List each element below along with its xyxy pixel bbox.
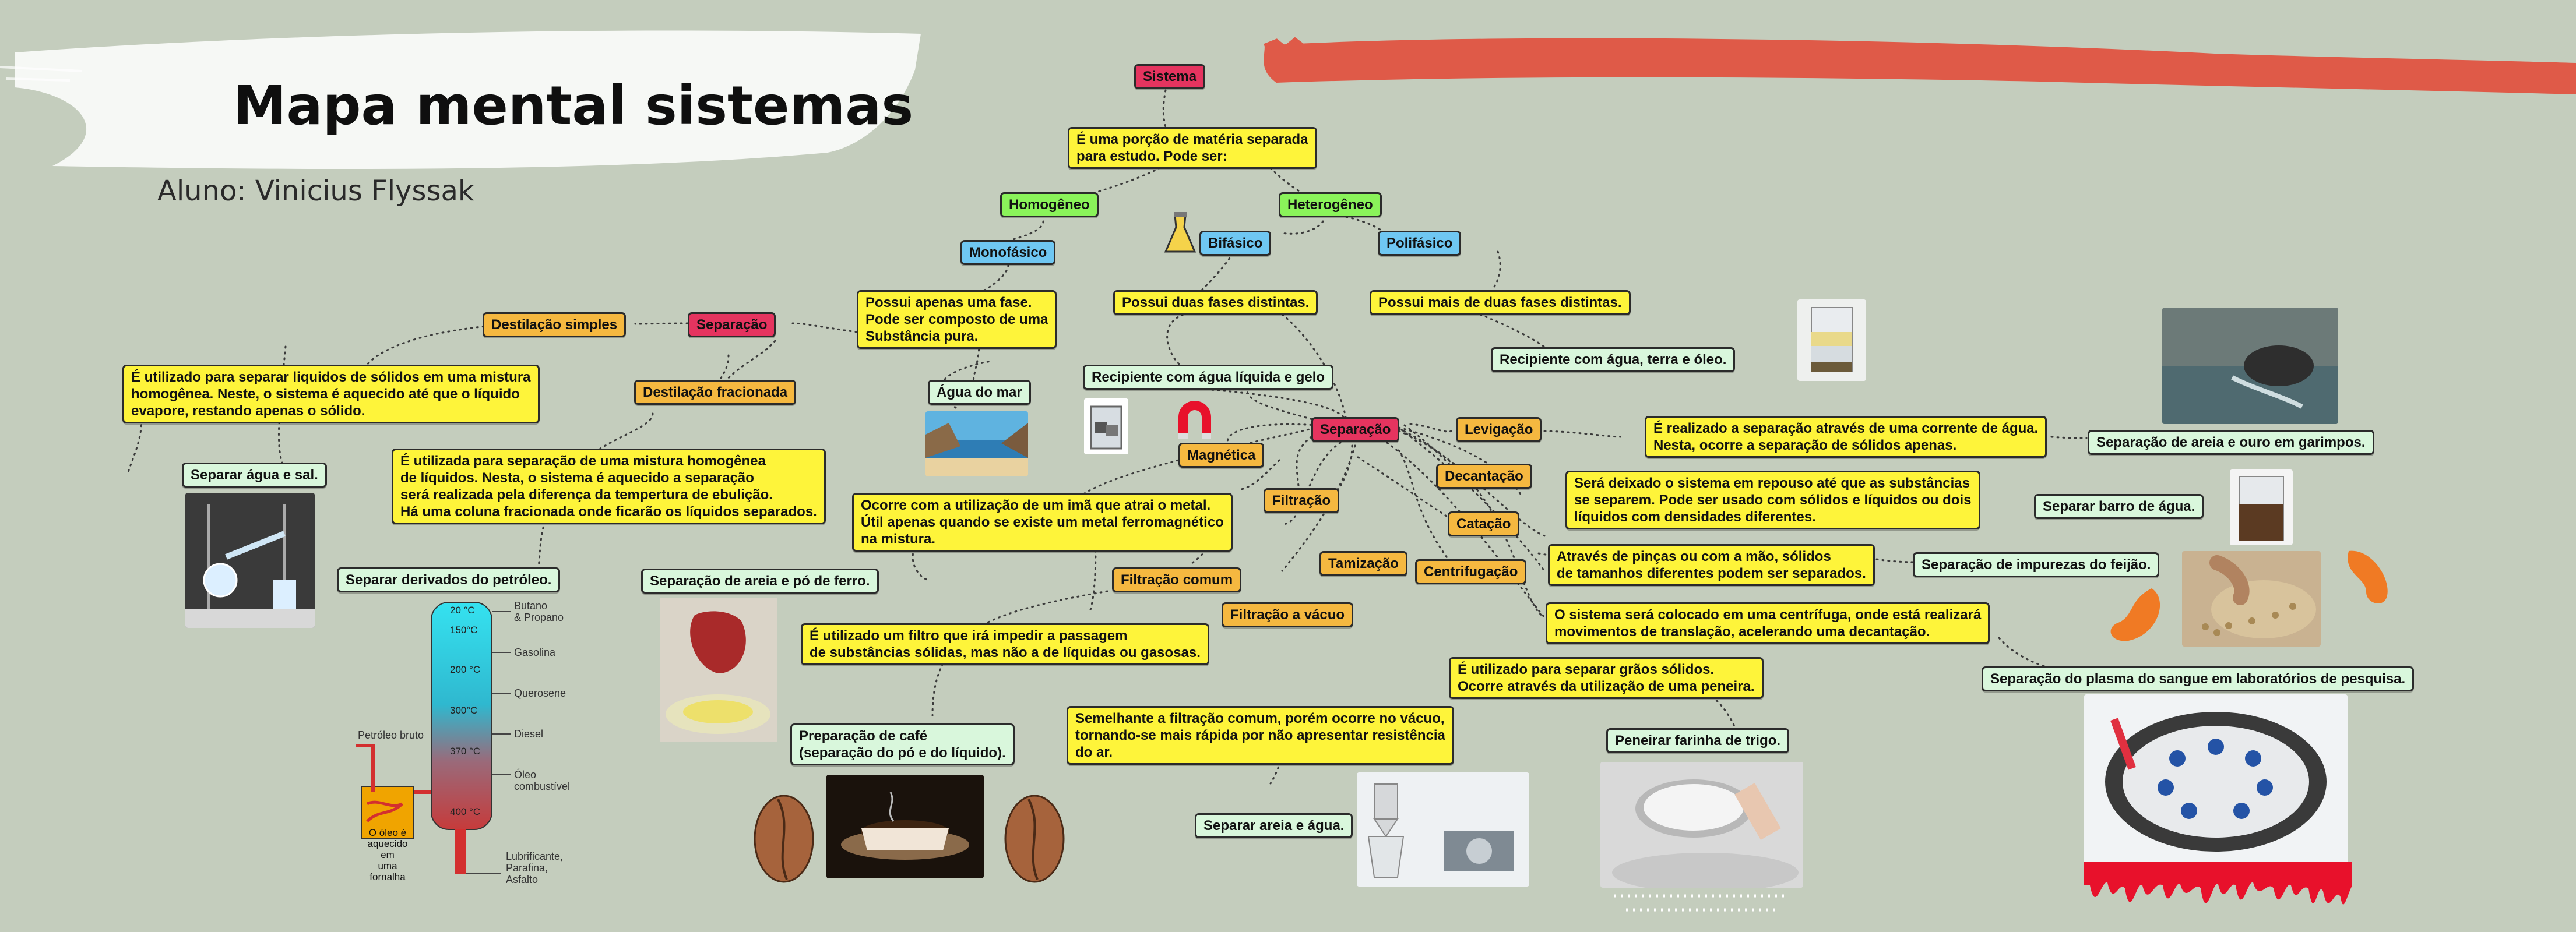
- node-decantacao-definition[interactable]: Será deixado o sistema em repouso até qu…: [1565, 471, 1980, 529]
- node-tamizacao[interactable]: Tamização: [1319, 551, 1407, 576]
- node-levigacao-definition[interactable]: É realizado a separação através de uma c…: [1645, 416, 2047, 458]
- fraction-label-1: Butano & Propano: [514, 600, 564, 623]
- node-monofasico[interactable]: Monofásico: [960, 240, 1056, 265]
- node-ex-bifasico[interactable]: Recipiente com água líquida e gelo: [1083, 365, 1334, 390]
- node-magnetica[interactable]: Magnética: [1178, 443, 1265, 468]
- node-ex-destilacao-simples[interactable]: Separar água e sal.: [182, 463, 327, 488]
- node-homogeneo[interactable]: Homogêneo: [1000, 192, 1099, 217]
- temp-label-2: 150°C: [450, 624, 478, 636]
- node-ex-magnetica[interactable]: Separação de areia e pó de ferro.: [641, 569, 879, 594]
- node-destilacao-fracionada[interactable]: Destilação fracionada: [634, 380, 797, 405]
- fraction-label-3: Querosene: [514, 687, 566, 699]
- node-ex-polifasico[interactable]: Recipiente com água, terra e óleo.: [1491, 347, 1736, 372]
- fractional-distillation-diagram: 20 °C 150°C 200 °C 300°C 370 °C 400 °C B…: [350, 594, 594, 897]
- node-heterogeneo[interactable]: Heterogêneo: [1279, 192, 1382, 217]
- vacuum-filtration-photo: [1357, 772, 1529, 887]
- fraction-label-6: Lubrificante, Parafina, Asfalto: [506, 850, 564, 885]
- sieving-flour-photo: [1600, 762, 1803, 888]
- node-polifasico-definition[interactable]: Possui mais de duas fases distintas.: [1370, 290, 1631, 315]
- node-decantacao[interactable]: Decantação: [1436, 464, 1532, 489]
- node-ex-levigacao[interactable]: Separação de areia e ouro em garimpos.: [2088, 430, 2374, 455]
- temp-label-3: 200 °C: [450, 664, 481, 675]
- node-agua-do-mar[interactable]: Água do mar: [928, 380, 1031, 405]
- orange-bean-shape: [2110, 588, 2160, 641]
- red-drip-decoration: [2084, 862, 2352, 905]
- page-title: Mapa mental sistemas: [233, 75, 914, 137]
- coffee-bean-left: [754, 795, 814, 883]
- red-brush-stroke: [1264, 38, 2576, 94]
- node-destilacao-fracionada-definition[interactable]: É utilizada para separação de uma mistur…: [392, 449, 826, 524]
- coffee-bean-right: [1004, 795, 1065, 883]
- node-centrifugacao[interactable]: Centrifugação: [1415, 559, 1527, 584]
- temp-label-5: 370 °C: [450, 746, 481, 757]
- node-destilacao-simples-definition[interactable]: É utilizado para separar liquidos de sól…: [122, 365, 540, 423]
- fraction-label-4: Diesel: [514, 728, 544, 740]
- beans-sorting-photo: [2182, 551, 2321, 647]
- node-centrifugacao-definition[interactable]: O sistema será colocado em uma centrífug…: [1546, 602, 1990, 644]
- node-sistema[interactable]: Sistema: [1134, 64, 1206, 89]
- node-polifasico[interactable]: Polifásico: [1378, 231, 1462, 256]
- node-filtracao-comum[interactable]: Filtração comum: [1112, 567, 1242, 592]
- node-bifasico-definition[interactable]: Possui duas fases distintas.: [1113, 290, 1318, 315]
- node-ex-centrifugacao[interactable]: Separação do plasma do sangue em laborat…: [1982, 666, 2415, 691]
- node-ex-tamizacao[interactable]: Peneirar farinha de trigo.: [1606, 728, 1790, 753]
- magnet-iron-powder-photo: [660, 598, 777, 742]
- temp-label-1: 20 °C: [450, 605, 475, 616]
- node-ex-filtracao-comum[interactable]: Preparação de café (separação do pó e do…: [790, 723, 1015, 765]
- simple-distillation-photo: [185, 493, 315, 628]
- node-magnetica-definition[interactable]: Ocorre com a utilização de um imã que at…: [852, 493, 1233, 552]
- white-brush-stroke: [15, 30, 921, 170]
- node-destilacao-simples[interactable]: Destilação simples: [483, 312, 627, 337]
- ice-glass-photo: [1084, 398, 1128, 454]
- dotted-decoration: [1614, 894, 1789, 912]
- crude-oil-label: Petróleo bruto: [358, 729, 424, 741]
- gold-panning-photo: [2162, 308, 2338, 424]
- red-brush-edge: [1264, 37, 1306, 53]
- flask-icon: [1164, 212, 1196, 253]
- node-monofasico-definition[interactable]: Possui apenas uma fase. Pode ser compost…: [857, 290, 1057, 349]
- student-name: Aluno: Vinicius Flyssak: [157, 175, 474, 207]
- orange-bean-shape-right: [2348, 550, 2388, 604]
- magnet-icon: [1178, 401, 1211, 439]
- node-separacao-heterogenea[interactable]: Separação: [1311, 417, 1400, 442]
- beach-photo: [925, 411, 1028, 476]
- furnace-note: O óleo é aquecido em uma fornalha: [367, 827, 408, 882]
- node-sistema-definition[interactable]: É uma porção de matéria separada para es…: [1068, 127, 1317, 169]
- mud-water-beaker-photo: [2230, 469, 2293, 545]
- centrifuge-photo: [2084, 694, 2348, 868]
- node-ex-decantacao[interactable]: Separar barro de água.: [2034, 494, 2204, 519]
- brush-hairlines: [0, 66, 82, 82]
- node-catacao[interactable]: Catação: [1448, 511, 1520, 536]
- node-ex-filtracao-vacuo[interactable]: Separar areia e água.: [1195, 813, 1353, 838]
- triphasic-beaker-photo: [1797, 299, 1866, 381]
- fraction-label-2: Gasolina: [514, 647, 556, 658]
- temp-label-4: 300°C: [450, 705, 478, 716]
- coffee-cup-photo: [826, 775, 984, 878]
- node-separacao-homogenea[interactable]: Separação: [688, 312, 776, 337]
- node-ex-catacao[interactable]: Separação de impurezas do feijão.: [1913, 552, 2160, 577]
- node-filtracao-comum-definition[interactable]: É utilizado um filtro que irá impedir a …: [801, 623, 1209, 665]
- node-catacao-definition[interactable]: Através de pinças ou com a mão, sólidos …: [1548, 544, 1875, 586]
- fraction-label-5: Óleo combustível: [514, 769, 571, 792]
- temp-label-6: 400 °C: [450, 806, 481, 817]
- node-filtracao-vacuo-definition[interactable]: Semelhante a filtração comum, porém ocor…: [1067, 706, 1454, 765]
- node-filtracao[interactable]: Filtração: [1264, 488, 1340, 513]
- node-filtracao-vacuo[interactable]: Filtração a vácuo: [1222, 602, 1354, 627]
- node-ex-destilacao-fracionada[interactable]: Separar derivados do petróleo.: [337, 567, 561, 592]
- node-tamizacao-definition[interactable]: É utilizado para separar grãos sólidos. …: [1449, 657, 1764, 699]
- node-bifasico[interactable]: Bifásico: [1199, 231, 1272, 256]
- node-levigacao[interactable]: Levigação: [1456, 417, 1542, 442]
- connector-lines: [127, 89, 2088, 785]
